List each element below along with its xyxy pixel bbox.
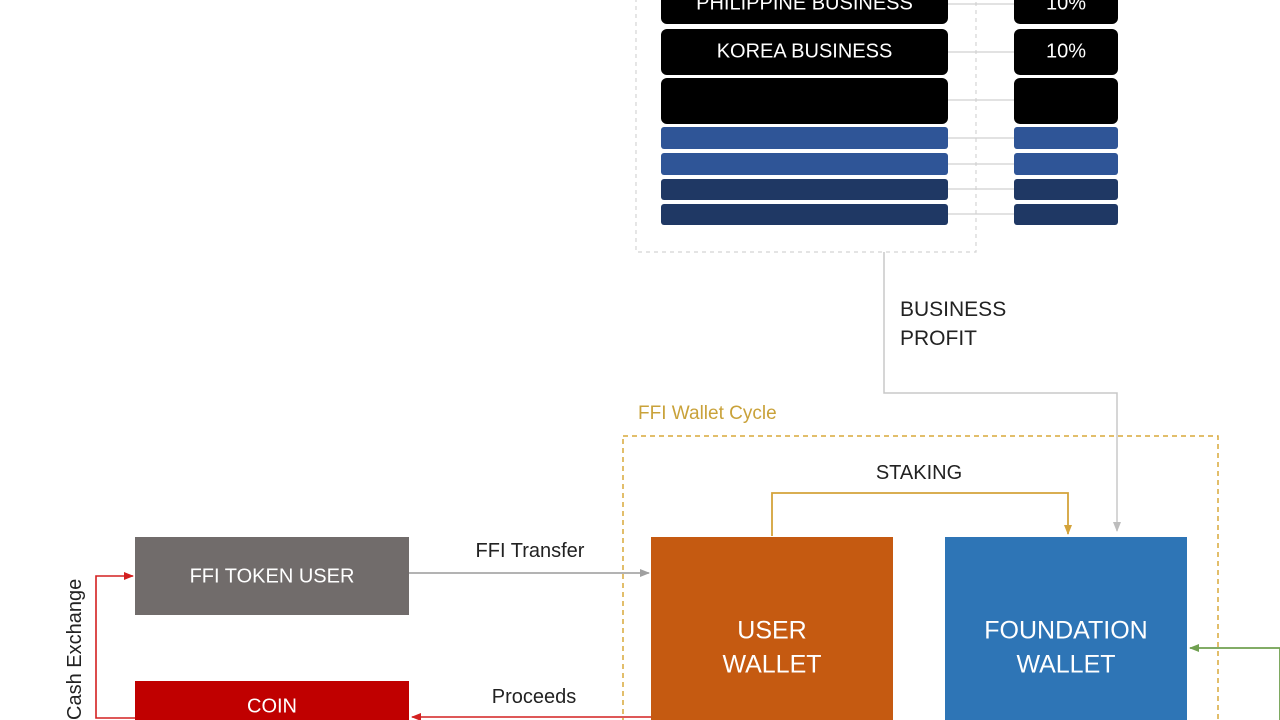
business-table-frame	[635, 0, 977, 253]
table-row	[661, 127, 1118, 149]
ffi-transfer-label: FFI Transfer	[476, 540, 585, 562]
business-name-cell	[661, 204, 948, 225]
business-profit-label: PROFIT	[900, 327, 977, 350]
business-name-cell	[661, 153, 948, 175]
foundation-wallet-node: FOUNDATION WALLET	[945, 537, 1187, 720]
business-share-cell	[1014, 0, 1118, 24]
proceeds-label: Proceeds	[492, 686, 577, 708]
staking-label: STAKING	[876, 462, 962, 484]
business-name-cell	[661, 29, 948, 75]
user-wallet-node: USER WALLET	[651, 537, 893, 720]
staking-arrow	[771, 492, 1072, 536]
table-row: KOREA BUSINESS 10%	[661, 29, 1118, 75]
wallet-cycle-frame	[622, 435, 1219, 720]
token-user-label: FFI TOKEN USER	[190, 565, 355, 587]
foundation-wallet-label: FOUNDATION	[984, 617, 1147, 645]
table-row: PHILIPPINE BUSINESS 10%	[661, 0, 1118, 24]
user-wallet-label: WALLET	[722, 651, 821, 679]
business-profit-arrow	[883, 252, 1121, 532]
token-user-node: FFI TOKEN USER	[135, 537, 409, 615]
business-share-cell	[1014, 204, 1118, 225]
foundation-inflow-arrow	[1189, 644, 1280, 720]
business-name-text: PHILIPPINE BUSINESS	[696, 0, 913, 14]
table-row	[661, 78, 1118, 124]
coin-label: COIN	[247, 695, 297, 717]
row-connectors	[948, 3, 1014, 215]
cash-exchange-arrow	[95, 572, 135, 719]
table-row	[661, 179, 1118, 200]
business-share-cell	[1014, 153, 1118, 175]
business-share-cell	[1014, 78, 1118, 124]
business-share-cell	[1014, 127, 1118, 149]
business-share-text: 10%	[1046, 40, 1086, 62]
business-name-cell	[661, 0, 948, 24]
coin-node: COIN	[135, 681, 409, 720]
cash-exchange-label: Cash Exchange	[64, 579, 86, 720]
business-table: PHILIPPINE BUSINESS 10% KOREA BUSINESS 1…	[635, 0, 1118, 253]
business-name-cell	[661, 78, 948, 124]
table-row	[661, 204, 1118, 225]
user-wallet-label: USER	[737, 617, 806, 645]
foundation-wallet-label: WALLET	[1016, 651, 1115, 679]
business-share-text: 10%	[1046, 0, 1086, 14]
business-name-text: KOREA BUSINESS	[717, 40, 893, 62]
cycle-title: FFI Wallet Cycle	[638, 403, 777, 424]
business-share-cell	[1014, 179, 1118, 200]
table-row	[661, 153, 1118, 175]
business-profit-label: BUSINESS	[900, 298, 1006, 321]
business-name-cell	[661, 179, 948, 200]
business-name-cell	[661, 127, 948, 149]
business-share-cell	[1014, 29, 1118, 75]
